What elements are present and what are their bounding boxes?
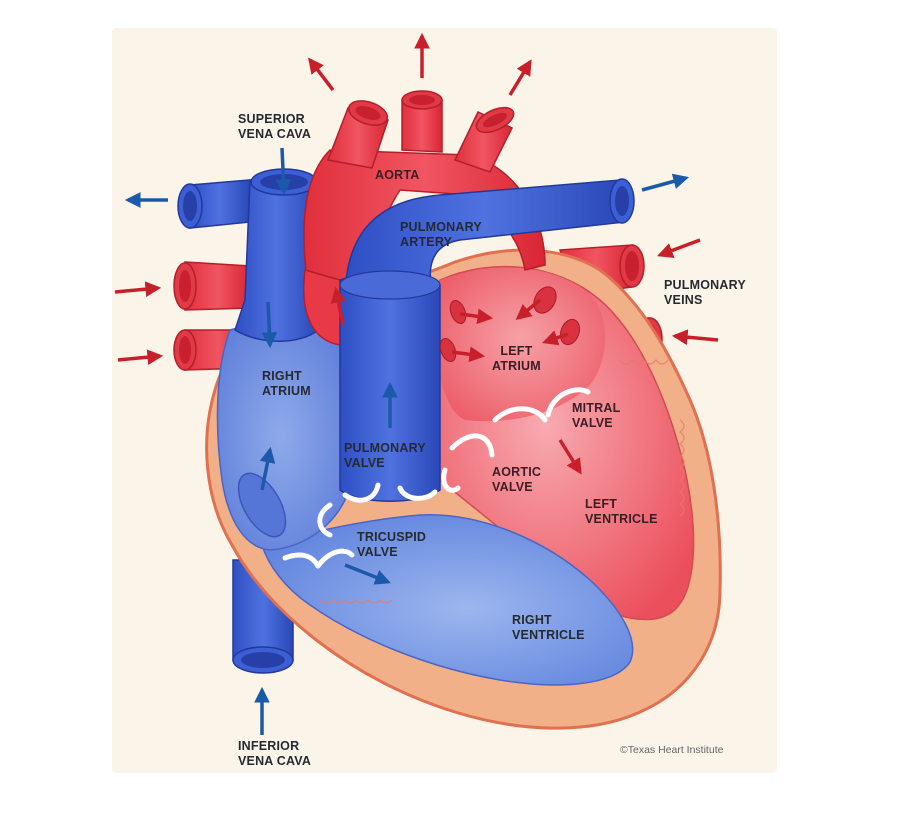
label-aorta: AORTA	[375, 168, 420, 183]
superior-vena-cava	[178, 169, 318, 341]
copyright-credit: ©Texas Heart Institute	[620, 744, 723, 756]
